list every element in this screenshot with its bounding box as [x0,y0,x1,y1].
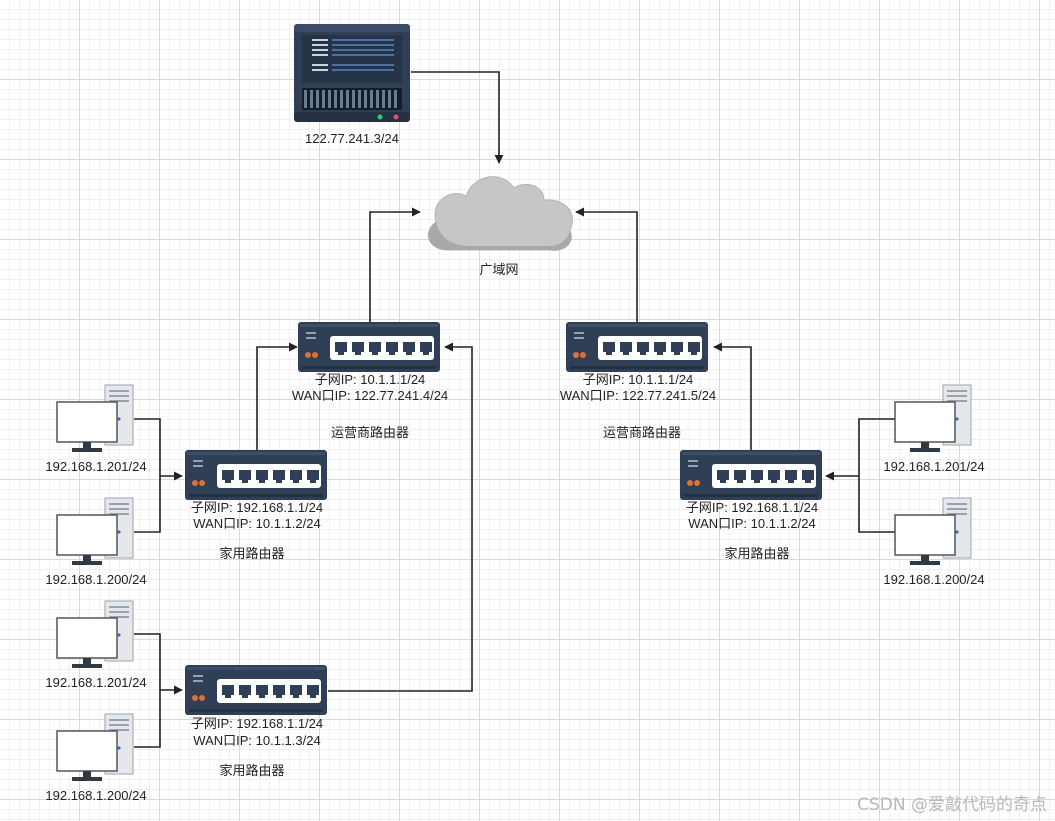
pc-b2-icon [56,713,134,782]
isp-router-right-icon [566,322,708,372]
isp-right-subnet: 子网IP: 10.1.1.1/24 [582,372,694,387]
isp-right-caption: 运营商路由器 [602,425,682,440]
pc-a1-icon [56,384,134,453]
cloud-icon [427,176,573,251]
link-isp-right-cloud [575,207,638,323]
home-a-pc2-ip: 192.168.1.200/24 [45,572,147,587]
home-c-pc2-ip: 192.168.1.200/24 [883,572,985,587]
cloud-label: 广域网 [479,262,519,277]
pc-c1-icon [894,384,972,453]
isp-left-caption: 运营商路由器 [330,425,410,440]
link-isp-left-cloud [369,207,421,323]
link-server-cloud [411,71,504,164]
pc-a2-icon [56,497,134,566]
link-pc-a1 [134,418,161,533]
watermark: CSDN @爱敲代码的奇点 [857,795,1047,815]
isp-left-wan: WAN口IP: 122.77.241.4/24 [291,388,449,403]
home-c-wan: WAN口IP: 10.1.1.2/24 [688,516,816,531]
home-b-caption: 家用路由器 [219,763,285,778]
link-home-a-isp-left [256,342,298,452]
home-a-subnet: 子网IP: 192.168.1.1/24 [190,500,324,515]
home-a-wan: WAN口IP: 10.1.1.2/24 [193,516,321,531]
link-home-b-isp-left [328,342,473,692]
isp-router-left-icon [298,322,440,372]
home-c-subnet: 子网IP: 192.168.1.1/24 [685,500,819,515]
home-b-pc2-ip: 192.168.1.200/24 [45,788,147,803]
link-home-c-isp-right [713,342,752,452]
home-a-caption: 家用路由器 [219,546,285,561]
home-router-b-icon [185,665,327,715]
isp-right-wan: WAN口IP: 122.77.241.5/24 [559,388,717,403]
pc-c2-icon [894,497,972,566]
link-pc-c1 [858,418,895,533]
isp-left-subnet: 子网IP: 10.1.1.1/24 [314,372,426,387]
home-router-c-icon [680,450,822,500]
home-b-subnet: 子网IP: 192.168.1.1/24 [190,716,324,731]
server-icon [294,24,410,122]
home-a-pc1-ip: 192.168.1.201/24 [45,459,147,474]
home-b-wan: WAN口IP: 10.1.1.3/24 [193,733,321,748]
home-c-caption: 家用路由器 [724,546,790,561]
server-ip-label: 122.77.241.3/24 [305,131,399,146]
home-b-pc1-ip: 192.168.1.201/24 [45,675,147,690]
home-router-a-icon [185,450,327,500]
home-c-pc1-ip: 192.168.1.201/24 [883,459,985,474]
pc-b1-icon [56,600,134,669]
